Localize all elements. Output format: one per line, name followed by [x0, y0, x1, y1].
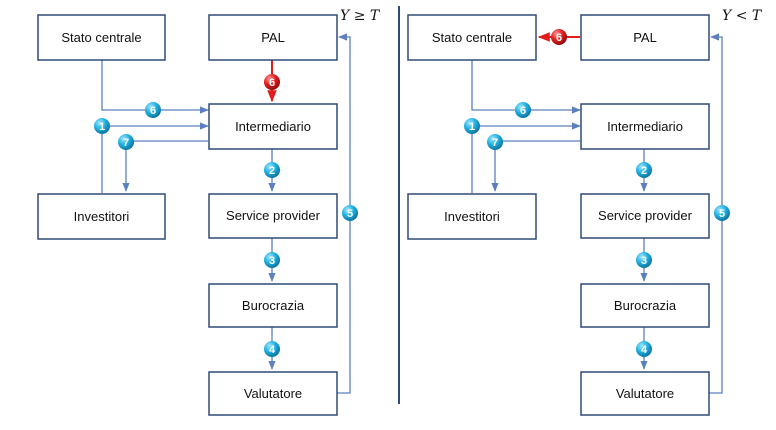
right-badge-6-blue: 6 — [515, 102, 531, 118]
svg-text:Investitori: Investitori — [74, 209, 130, 224]
left-panel: Y ≥ T Stato centrale PAL Intermediario — [37, 8, 381, 416]
left-badge-2: 2 — [264, 162, 280, 178]
svg-text:5: 5 — [719, 208, 725, 220]
svg-text:6: 6 — [150, 105, 156, 117]
right-panel: Y < T Stato centrale PAL Intermediario — [407, 8, 763, 416]
svg-text:6: 6 — [556, 32, 562, 44]
svg-text:Intermediario: Intermediario — [607, 119, 683, 134]
right-badge-2: 2 — [636, 162, 652, 178]
right-box-service-provider: Service provider — [580, 193, 710, 239]
svg-text:Burocrazia: Burocrazia — [242, 298, 305, 313]
right-badge-5: 5 — [714, 205, 730, 221]
left-box-service-provider: Service provider — [208, 193, 338, 239]
right-line-investitori-to-intermediario — [471, 122, 581, 193]
right-box-burocrazia: Burocrazia — [580, 283, 710, 328]
svg-text:1: 1 — [99, 121, 105, 133]
svg-text:6: 6 — [520, 105, 526, 117]
right-badge-3: 3 — [636, 252, 652, 268]
left-box-stato-centrale: Stato centrale — [37, 14, 166, 61]
right-box-intermediario: Intermediario — [580, 103, 710, 150]
left-box-pal: PAL — [208, 14, 338, 61]
right-box-valutatore: Valutatore — [580, 371, 710, 416]
svg-text:5: 5 — [347, 208, 353, 220]
left-box-intermediario: Intermediario — [208, 103, 338, 150]
right-box-investitori: Investitori — [407, 193, 537, 240]
svg-text:Valutatore: Valutatore — [244, 386, 302, 401]
right-badge-7: 7 — [487, 134, 503, 150]
svg-text:7: 7 — [123, 137, 129, 149]
svg-text:Stato centrale: Stato centrale — [432, 30, 512, 45]
svg-text:Investitori: Investitori — [444, 209, 500, 224]
right-badge-6-red: 6 — [551, 29, 567, 45]
right-line-stato-to-intermediario — [471, 60, 581, 114]
left-badge-1: 1 — [94, 118, 110, 134]
svg-text:6: 6 — [269, 77, 275, 89]
svg-text:Stato centrale: Stato centrale — [61, 30, 141, 45]
svg-text:Intermediario: Intermediario — [235, 119, 311, 134]
svg-text:1: 1 — [469, 121, 475, 133]
right-badge-4: 4 — [636, 341, 652, 357]
right-condition-label: Y < T — [722, 8, 763, 24]
svg-text:3: 3 — [269, 255, 275, 267]
left-badge-4: 4 — [264, 341, 280, 357]
svg-text:2: 2 — [269, 165, 275, 177]
right-box-stato-centrale: Stato centrale — [407, 14, 537, 61]
left-badge-3: 3 — [264, 252, 280, 268]
left-badge-5: 5 — [342, 205, 358, 221]
left-line-intermediario-to-investitori — [122, 140, 208, 192]
right-box-pal: PAL — [580, 14, 710, 61]
svg-text:4: 4 — [641, 344, 648, 356]
left-box-burocrazia: Burocrazia — [208, 283, 338, 328]
left-box-valutatore: Valutatore — [208, 371, 338, 416]
svg-text:2: 2 — [641, 165, 647, 177]
left-box-investitori: Investitori — [37, 193, 166, 240]
left-line-stato-to-intermediario — [101, 60, 209, 114]
svg-text:Service provider: Service provider — [226, 208, 321, 223]
right-badge-1: 1 — [464, 118, 480, 134]
left-condition-label: Y ≥ T — [340, 8, 381, 24]
left-badge-7: 7 — [118, 134, 134, 150]
svg-text:Service provider: Service provider — [598, 208, 693, 223]
left-line-investitori-to-intermediario — [101, 122, 209, 193]
left-badge-6-red: 6 — [264, 74, 280, 90]
svg-text:Valutatore: Valutatore — [616, 386, 674, 401]
svg-text:PAL: PAL — [261, 30, 285, 45]
svg-text:4: 4 — [269, 344, 276, 356]
svg-text:3: 3 — [641, 255, 647, 267]
right-line-intermediario-to-investitori — [491, 140, 580, 192]
svg-text:7: 7 — [492, 137, 498, 149]
svg-text:PAL: PAL — [633, 30, 657, 45]
left-badge-6-blue: 6 — [145, 102, 161, 118]
svg-text:Burocrazia: Burocrazia — [614, 298, 677, 313]
